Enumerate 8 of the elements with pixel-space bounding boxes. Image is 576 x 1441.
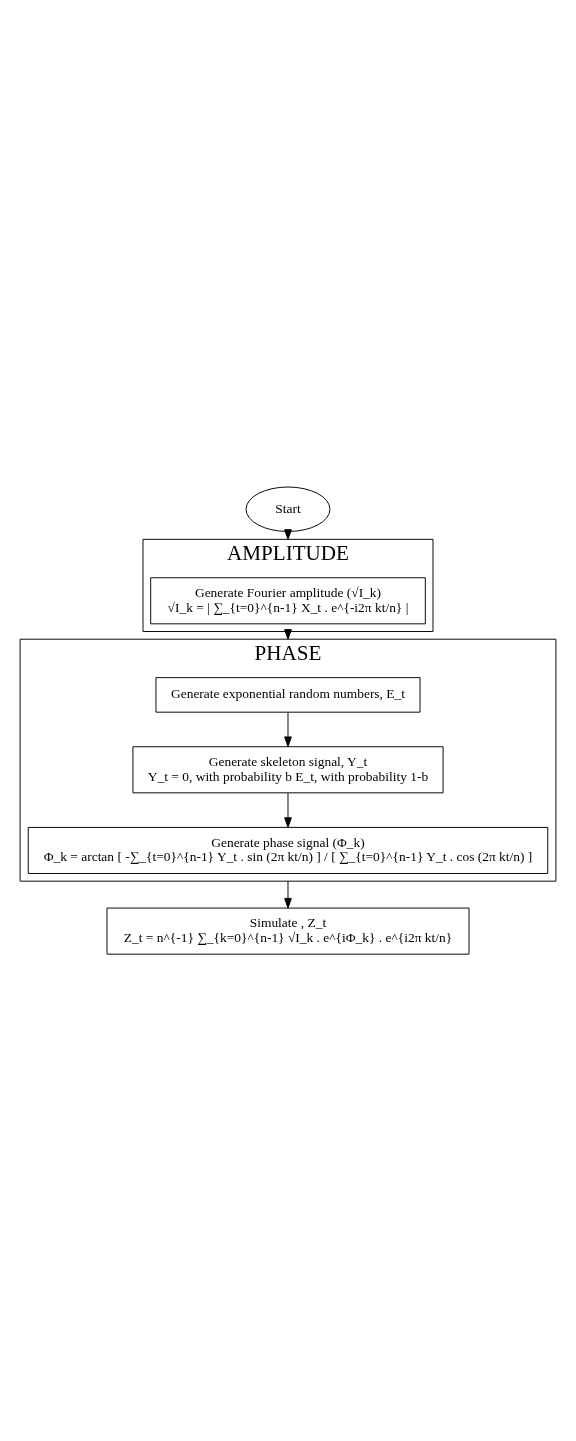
node-box: Simulate , Z_t Z_t = n^{-1} ∑_{k=0}^{n-1} √I_k . e^{iΦ_k} . e^{i2π kt/n} [106,907,470,955]
node-box: Generate skeleton signal, Y_t Y_t = 0, with probability b E_t, with probability 1-b [132,746,444,794]
node-box: Generate Fourier amplitude (√I_k) √I_k = | ∑_{t=0}^{n-1} X_t . e^{-i2π kt/n} | [150,577,426,625]
node-box: Generate phase signal (Φ_k) Φ_k = arctan [ -∑_{t=0}^{n-1} Y_t . sin (2π kt/n) ] / [ ∑_{t=0}^{n-1} Y_t . cos (2π kt/n) ] [27,826,549,874]
arrow [284,880,292,909]
node-box: Generate exponential random numbers, E_t [155,677,421,713]
arrow [284,792,292,828]
arrow [284,711,292,747]
